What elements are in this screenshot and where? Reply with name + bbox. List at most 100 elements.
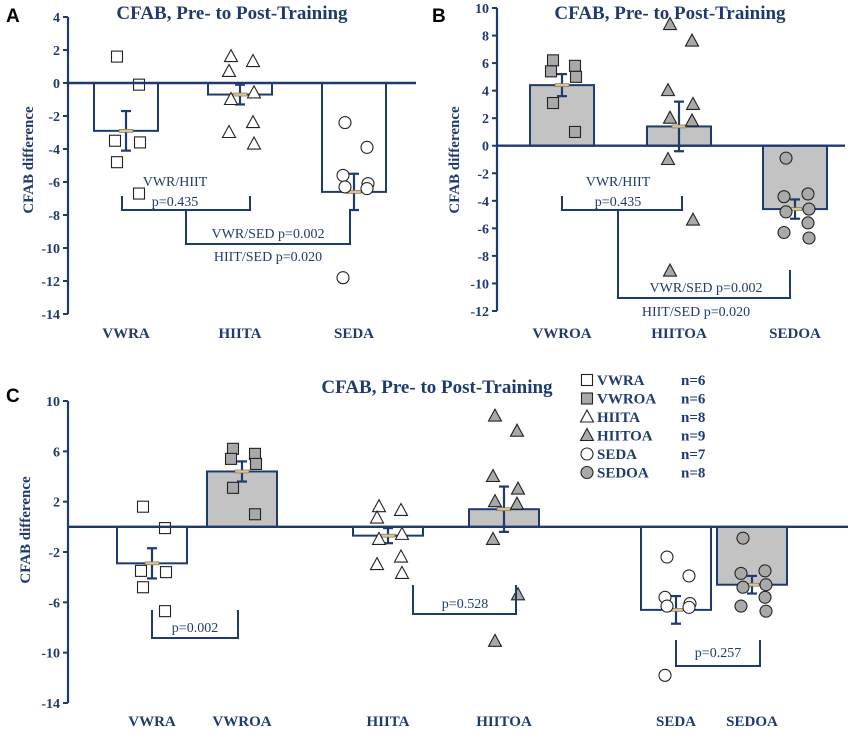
chart-title: CFAB, Pre- to Post-Training — [554, 3, 786, 24]
comparison-label: VWR/SED p=0.002 — [212, 227, 325, 242]
data-point-hiita — [369, 509, 385, 524]
panel-a: A CFAB, Pre- to Post-Training CFAB diffe… — [6, 3, 416, 342]
mean-marker — [234, 469, 250, 474]
x-tick-label: HIITA — [366, 714, 409, 730]
y-tick-label: -2 — [48, 110, 60, 125]
legend-marker — [580, 447, 594, 461]
data-point-vwroa — [544, 65, 558, 78]
y-tick-label: -2 — [477, 167, 489, 182]
data-point-sedoa — [777, 225, 791, 240]
data-point-sedoa — [801, 216, 815, 230]
data-point-hiita — [393, 548, 409, 563]
data-point-sedoa — [734, 599, 748, 613]
data-point-sedoa — [759, 578, 773, 592]
data-point-hiita — [246, 84, 262, 99]
data-point-vwra — [158, 605, 172, 618]
data-point-seda — [336, 168, 350, 182]
y-tick-label: 8 — [482, 30, 489, 45]
data-point-hiitoa — [509, 423, 525, 437]
data-point-vwra — [136, 581, 150, 594]
legend-label: HIITA — [597, 410, 640, 426]
y-tick-label: -4 — [48, 143, 60, 158]
data-point-vwra — [133, 136, 147, 149]
data-point-vwra — [132, 78, 146, 91]
mean-marker — [232, 92, 248, 97]
comparison-label: p=0.435 — [152, 195, 198, 210]
data-point-sedoa — [801, 187, 815, 201]
bar-sedoa — [762, 144, 828, 211]
data-point-sedoa — [779, 205, 793, 219]
legend-marker — [580, 465, 594, 480]
x-tick-label: VWRA — [128, 714, 176, 730]
data-point-sedoa — [759, 604, 773, 618]
data-point-sedoa — [802, 231, 816, 245]
y-tick-label: -14 — [41, 308, 60, 323]
comparison-label: VWR/HIIT — [143, 175, 208, 190]
data-point-seda — [660, 599, 674, 613]
y-tick-label: -6 — [48, 596, 60, 611]
legend-n: n=8 — [681, 466, 705, 482]
data-point-vwra — [110, 156, 124, 169]
data-point-vwroa — [224, 452, 238, 465]
data-point-sedoa — [734, 566, 748, 580]
data-point-vwra — [134, 564, 148, 577]
mean-marker — [118, 129, 134, 133]
data-point-sedoa — [758, 590, 772, 604]
data-point-hiita — [369, 556, 385, 571]
x-tick-label: VWROA — [212, 714, 271, 730]
data-point-hiitoa — [487, 407, 503, 422]
data-point-hiitoa — [662, 262, 678, 277]
y-tick-label: -12 — [41, 275, 60, 290]
data-point-hiitoa — [685, 96, 701, 110]
y-tick-label: -4 — [477, 195, 489, 210]
data-point-hiitoa — [487, 633, 503, 647]
legend-label: SEDA — [597, 447, 637, 463]
data-point-hiitoa — [685, 211, 701, 226]
data-point-vwroa — [248, 447, 262, 460]
data-point-hiita — [223, 91, 239, 106]
data-point-hiitoa — [510, 480, 526, 495]
x-tick-label: HIITOA — [651, 326, 707, 342]
data-point-vwroa — [226, 481, 240, 494]
panel-b: B CFAB, Pre- to Post-Training CFAB diffe… — [432, 2, 845, 342]
legend-n: n=6 — [681, 392, 706, 408]
legend-n: n=7 — [681, 447, 706, 463]
legend-marker — [579, 427, 595, 442]
mean-marker — [144, 561, 160, 566]
data-point-hiitoa — [485, 468, 501, 483]
data-point-hiitoa — [660, 82, 676, 97]
y-tick-label: -12 — [470, 305, 489, 320]
comparison-label: p=0.257 — [695, 646, 741, 661]
data-point-vwroa — [569, 70, 583, 83]
data-point-vwroa — [546, 96, 560, 110]
data-point-vwra — [136, 500, 150, 513]
y-tick-label: 2 — [53, 496, 60, 511]
y-tick-label: -10 — [41, 242, 60, 257]
legend-marker — [579, 408, 595, 423]
y-tick-label: 4 — [482, 85, 489, 100]
y-axis-label: CFAB difference — [21, 106, 37, 214]
data-point-hiita — [223, 48, 239, 63]
data-point-seda — [360, 140, 374, 154]
data-point-seda — [336, 271, 350, 285]
comparison-brackets: VWR/HIIT p=0.435 VWR/SED p=0.002 HIIT/SE… — [121, 175, 351, 265]
legend-n: n=9 — [681, 429, 705, 445]
panel-c: C CFAB, Pre- to Post-Training CFAB diffe… — [6, 373, 848, 730]
panel-letter: A — [6, 6, 20, 27]
data-point-vwroa — [248, 508, 262, 521]
data-point-seda — [338, 180, 352, 194]
y-tick-label: 6 — [53, 445, 60, 460]
data-point-vwroa — [546, 54, 560, 67]
data-point-hiita — [394, 565, 410, 579]
x-tick-label: SEDA — [334, 326, 374, 342]
y-tick-label: -2 — [48, 546, 60, 561]
data-point-hiitoa — [662, 16, 678, 31]
data-point-hiitoa — [684, 32, 700, 47]
y-tick-label: -8 — [48, 209, 60, 224]
data-point-vwroa — [568, 59, 582, 72]
mean-marker — [380, 533, 396, 538]
